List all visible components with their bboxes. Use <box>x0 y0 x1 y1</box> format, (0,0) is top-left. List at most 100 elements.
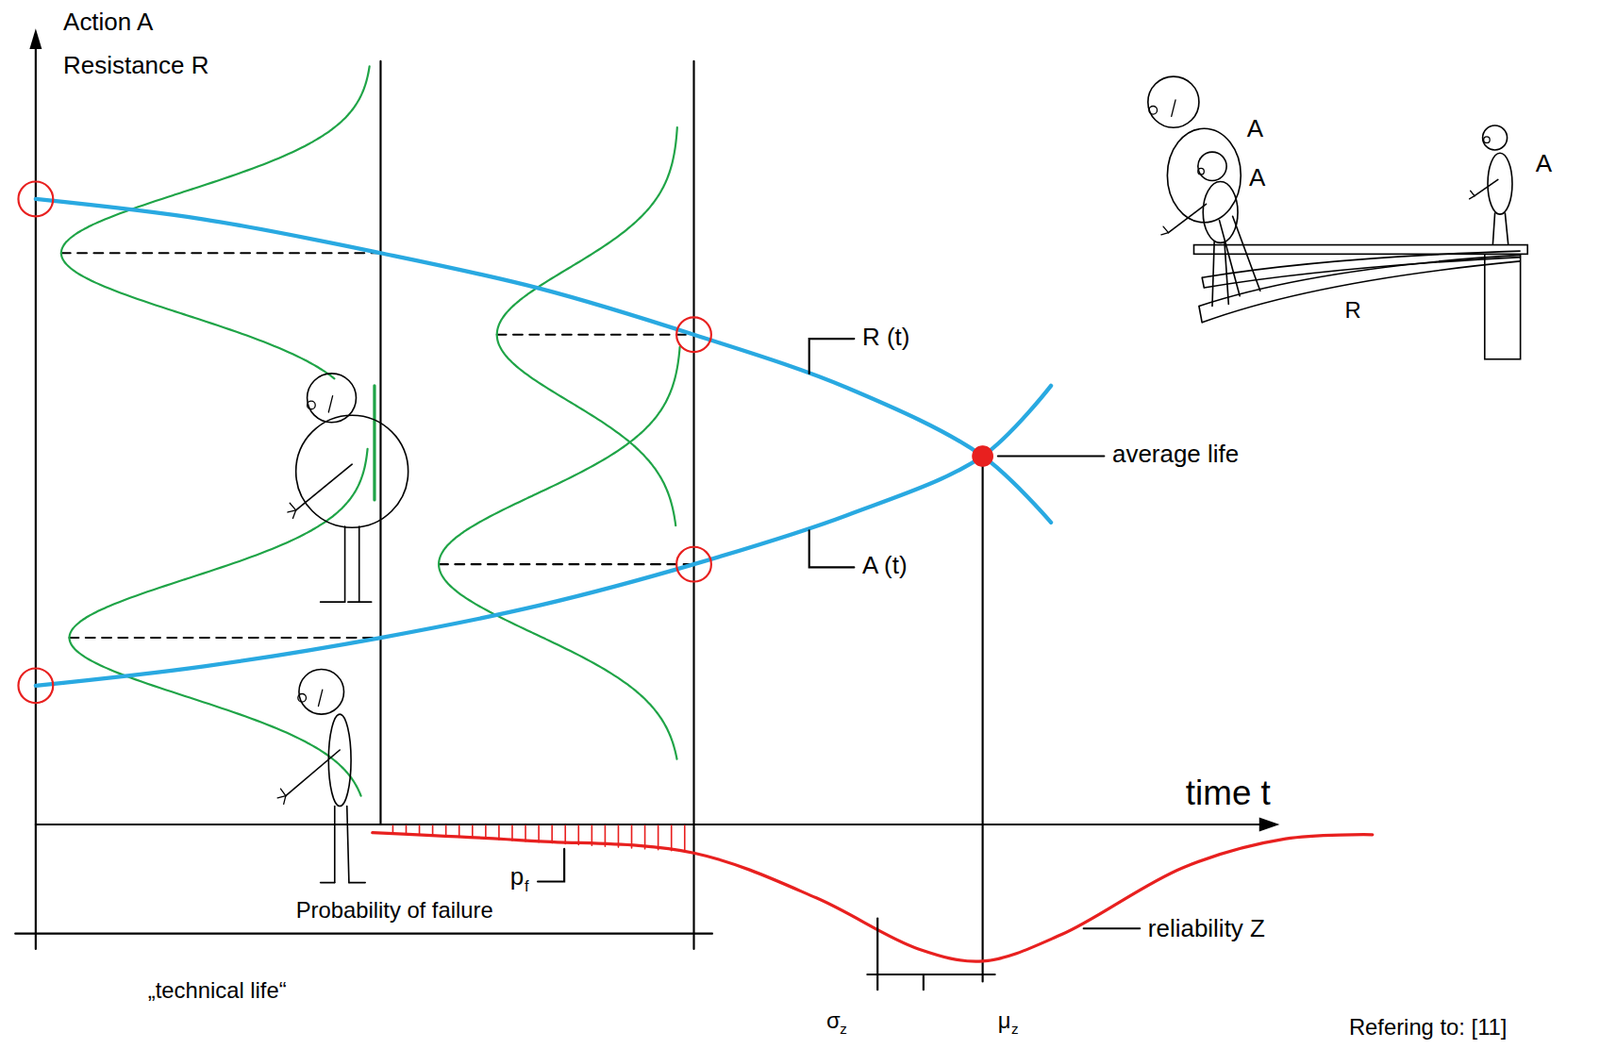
failure-hatch <box>432 825 434 836</box>
figure-leg <box>344 526 347 602</box>
figure-leg <box>1219 220 1241 297</box>
failure-hatch <box>511 825 514 841</box>
failure-hatch <box>577 825 580 845</box>
average-life-dot <box>972 446 994 467</box>
figure-foot <box>349 882 366 884</box>
figure-hand <box>1161 233 1169 235</box>
leader-line <box>537 849 565 883</box>
figure-body <box>1202 182 1238 244</box>
action-distribution <box>69 449 368 797</box>
symbol-subscript: z <box>1011 1020 1019 1037</box>
symbol-label: σ <box>826 1008 841 1034</box>
symbol-subscript: f <box>524 877 530 896</box>
leader-line <box>809 338 855 374</box>
failure-hatch <box>458 825 461 837</box>
point-label: average life <box>1112 439 1239 468</box>
axis-label: Resistance R <box>63 50 209 80</box>
failure-hatch <box>392 825 395 834</box>
figure-face <box>328 396 333 413</box>
figure-body <box>328 714 351 806</box>
figure-hand <box>283 796 286 805</box>
x-axis <box>35 823 1262 826</box>
beam-deflected <box>1199 305 1202 322</box>
time-marker-line <box>692 61 695 950</box>
failure-hatch <box>550 825 553 844</box>
figure-eye <box>298 694 307 703</box>
figure-face <box>317 689 322 706</box>
figure-hand <box>289 502 296 511</box>
figure-hand <box>1163 226 1168 233</box>
marker-circle <box>676 547 712 583</box>
symbol-label: p <box>510 862 524 891</box>
distribution-tail-mark <box>372 385 376 500</box>
support-column <box>1484 253 1521 359</box>
figure-leg <box>1504 213 1508 244</box>
average-life-line <box>982 455 984 982</box>
beam-deflected <box>1201 277 1204 288</box>
dashed-reference <box>69 636 382 639</box>
figure-arm <box>1167 203 1206 233</box>
beam-deflected <box>1203 257 1520 288</box>
failure-hatch <box>564 825 567 844</box>
marker-circle <box>676 316 712 352</box>
failure-hatch <box>484 825 487 839</box>
figure-leg <box>1233 216 1261 291</box>
failure-hatch <box>644 825 647 850</box>
note-label: Probability of failure <box>296 898 494 924</box>
figure-hand <box>277 796 286 799</box>
technical-life-bracket <box>15 933 713 935</box>
figure-arm <box>296 464 352 511</box>
leader-line <box>1083 927 1140 930</box>
failure-hatch <box>524 825 527 842</box>
sigma-bracket <box>866 973 995 976</box>
figure-hand <box>1469 196 1475 200</box>
symbol-subscript: z <box>839 1020 848 1037</box>
figure-hand <box>1470 190 1475 196</box>
resistance-label: R <box>1345 298 1362 324</box>
figure-eye <box>1198 167 1204 174</box>
figure-arm <box>1474 179 1499 196</box>
curve-label: A (t) <box>862 550 908 580</box>
failure-hatch <box>683 825 686 852</box>
figure-arm <box>285 750 340 797</box>
failure-hatch <box>405 825 408 834</box>
marker-circle <box>17 667 53 703</box>
figure-hand <box>292 510 296 519</box>
y-axis <box>34 40 37 950</box>
failure-hatch <box>631 825 634 849</box>
action-label: A <box>1249 163 1266 192</box>
reference-note: Refering to: [11] <box>1349 1014 1508 1040</box>
axis-label: time t <box>1185 773 1271 814</box>
figure-leg <box>1492 213 1495 244</box>
failure-hatch <box>471 825 474 838</box>
action-label: A <box>1535 149 1552 178</box>
dashed-reference <box>61 251 382 254</box>
figure-leg <box>333 805 336 883</box>
curve-label: R (t) <box>862 322 910 351</box>
figure-leg <box>1212 241 1215 306</box>
time-marker-line <box>379 61 382 825</box>
figure-foot <box>320 600 346 603</box>
figure-foot <box>348 600 372 603</box>
failure-hatch <box>498 825 500 840</box>
figure-body <box>1166 128 1241 223</box>
figure-hand <box>280 788 285 797</box>
figure-body <box>296 415 409 528</box>
bracket-label: „technical life“ <box>148 977 287 1003</box>
figure-head <box>1198 151 1227 181</box>
curve-label: reliability Z <box>1148 914 1266 943</box>
failure-hatch <box>537 825 540 843</box>
figure-head <box>1483 125 1508 150</box>
sigma-bracket <box>876 917 879 990</box>
reliability-curve <box>372 833 1373 963</box>
figure-face <box>1171 100 1176 117</box>
leader-line <box>998 454 1104 457</box>
dashed-reference <box>438 563 694 566</box>
failure-hatch <box>591 825 594 846</box>
beam-deflected <box>1201 261 1520 323</box>
figure-head <box>1148 76 1200 128</box>
figure-leg <box>347 805 350 883</box>
action-curve <box>35 385 1051 686</box>
